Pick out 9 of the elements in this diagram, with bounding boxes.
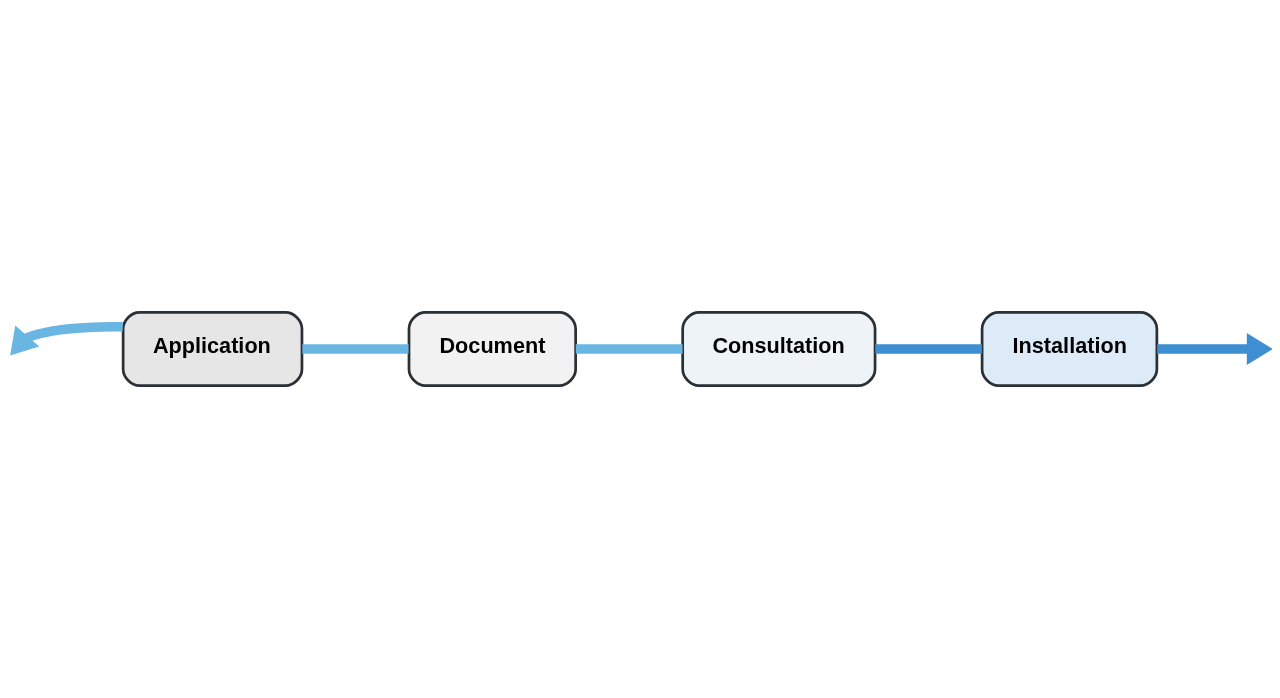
- arrow: [1157, 333, 1272, 365]
- connector: [875, 344, 982, 354]
- node-box: Consultation: [681, 311, 877, 387]
- connector: [302, 344, 409, 354]
- node-box: Document: [407, 311, 577, 387]
- node-box: Installation: [980, 311, 1159, 387]
- node-box: Application: [121, 311, 304, 387]
- arrow: [10, 321, 123, 356]
- connector: [575, 344, 683, 354]
